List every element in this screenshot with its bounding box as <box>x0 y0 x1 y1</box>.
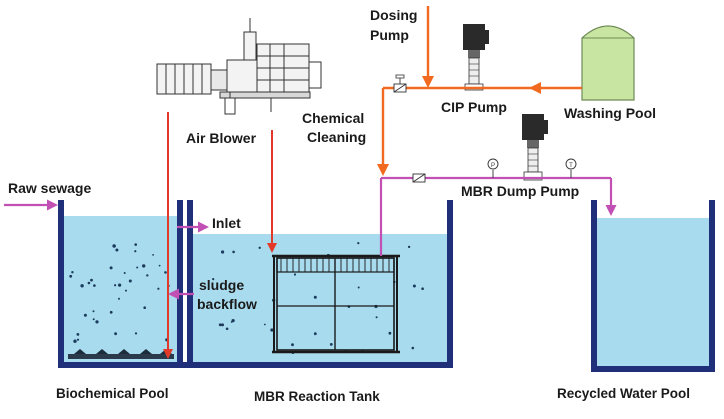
dosing-pump-label-line2: Pump <box>370 27 409 43</box>
bubble <box>407 245 411 249</box>
bubble <box>225 327 229 331</box>
bubble <box>143 306 146 310</box>
chemical-line-valve-icon <box>393 74 407 93</box>
bubble <box>412 284 416 288</box>
bubble <box>118 283 122 287</box>
biochemical-pool-label: Biochemical Pool <box>56 386 169 401</box>
bubble <box>270 328 274 332</box>
bubble <box>291 343 294 347</box>
bubble <box>109 310 113 314</box>
inlet-label: Inlet <box>212 215 241 231</box>
sludge-backflow-label-line2: backflow <box>197 296 257 312</box>
chemical-cleaning-label-line2: Cleaning <box>307 129 366 145</box>
mbr-tank-walls <box>183 200 453 368</box>
bubble <box>118 297 120 300</box>
bubble <box>158 264 161 267</box>
bubble <box>221 250 225 254</box>
biochemical-pool-bubbles <box>69 243 170 343</box>
bubble <box>125 289 127 292</box>
bubble <box>218 323 222 327</box>
temperature-gauge-label: T <box>569 163 573 169</box>
bubble <box>375 316 378 319</box>
bubble <box>152 254 155 256</box>
permeate-valve-icon <box>412 173 426 183</box>
mbr-dump-pump-icon <box>522 114 548 181</box>
bubble <box>92 310 95 313</box>
air-blower-label: Air Blower <box>186 130 257 146</box>
bubble <box>114 332 117 336</box>
biochemical-pool-walls <box>58 200 183 368</box>
bubble <box>357 242 360 245</box>
bubble <box>230 321 233 323</box>
bubble <box>71 271 74 274</box>
bubble <box>258 246 261 249</box>
bubble <box>69 274 73 278</box>
bubble <box>146 274 149 277</box>
bubble <box>157 287 160 290</box>
pressure-gauge-icon: P <box>487 158 499 178</box>
bubble <box>134 243 137 246</box>
bubble <box>411 346 415 350</box>
mbr-dump-pump-label: MBR Dump Pump <box>461 183 579 199</box>
bubble <box>87 281 91 285</box>
bubble <box>232 250 235 254</box>
bubble <box>313 332 317 336</box>
washing-pool-tank <box>581 25 635 101</box>
recycled-pool-water <box>597 218 709 366</box>
bubble <box>93 284 96 287</box>
bubble <box>114 284 117 287</box>
bubble <box>136 266 139 269</box>
cip-pump-icon <box>463 24 489 91</box>
bubble <box>388 331 392 335</box>
blower-machine-icon <box>156 18 322 115</box>
bubble <box>83 313 87 317</box>
sludge-backflow-label-line1: sludge <box>199 277 244 293</box>
bubble <box>329 343 333 346</box>
bubble <box>112 244 116 248</box>
bubble <box>164 271 167 274</box>
chemical-cleaning-line <box>377 6 582 176</box>
bubble <box>313 295 317 299</box>
bubble <box>212 278 215 281</box>
bubble <box>421 287 424 291</box>
pressure-gauge-label: P <box>491 163 495 169</box>
bubble <box>128 279 132 283</box>
raw-sewage-label: Raw sewage <box>8 180 91 196</box>
bubble <box>134 332 138 335</box>
bubble <box>90 278 93 282</box>
bubble <box>142 264 146 268</box>
bubble <box>222 299 225 302</box>
bubble <box>76 338 80 341</box>
washing-pool-label: Washing Pool <box>564 105 656 121</box>
bubble <box>264 323 266 326</box>
dosing-pump-label-line1: Dosing <box>370 7 417 23</box>
chemical-cleaning-label-line1: Chemical <box>302 110 364 126</box>
membrane-module-icon <box>272 254 400 354</box>
bubble <box>95 320 99 324</box>
recycled-pool-walls <box>591 200 715 372</box>
bubble <box>221 323 224 327</box>
bubble <box>134 250 137 253</box>
bubble <box>357 286 360 289</box>
mbr-reaction-tank-label: MBR Reaction Tank <box>254 389 380 404</box>
cip-pump-label: CIP Pump <box>441 99 507 115</box>
bubble <box>123 272 126 274</box>
bubble <box>109 266 113 270</box>
temperature-gauge-icon: T <box>565 158 577 178</box>
bubble <box>293 273 297 276</box>
bubble <box>115 248 119 252</box>
bubble <box>73 339 77 343</box>
bubble <box>76 333 80 336</box>
bubble <box>80 284 84 288</box>
bubble <box>92 318 95 321</box>
biochemical-pool-water <box>64 216 177 362</box>
recycled-water-pool-label: Recycled Water Pool <box>557 386 690 401</box>
